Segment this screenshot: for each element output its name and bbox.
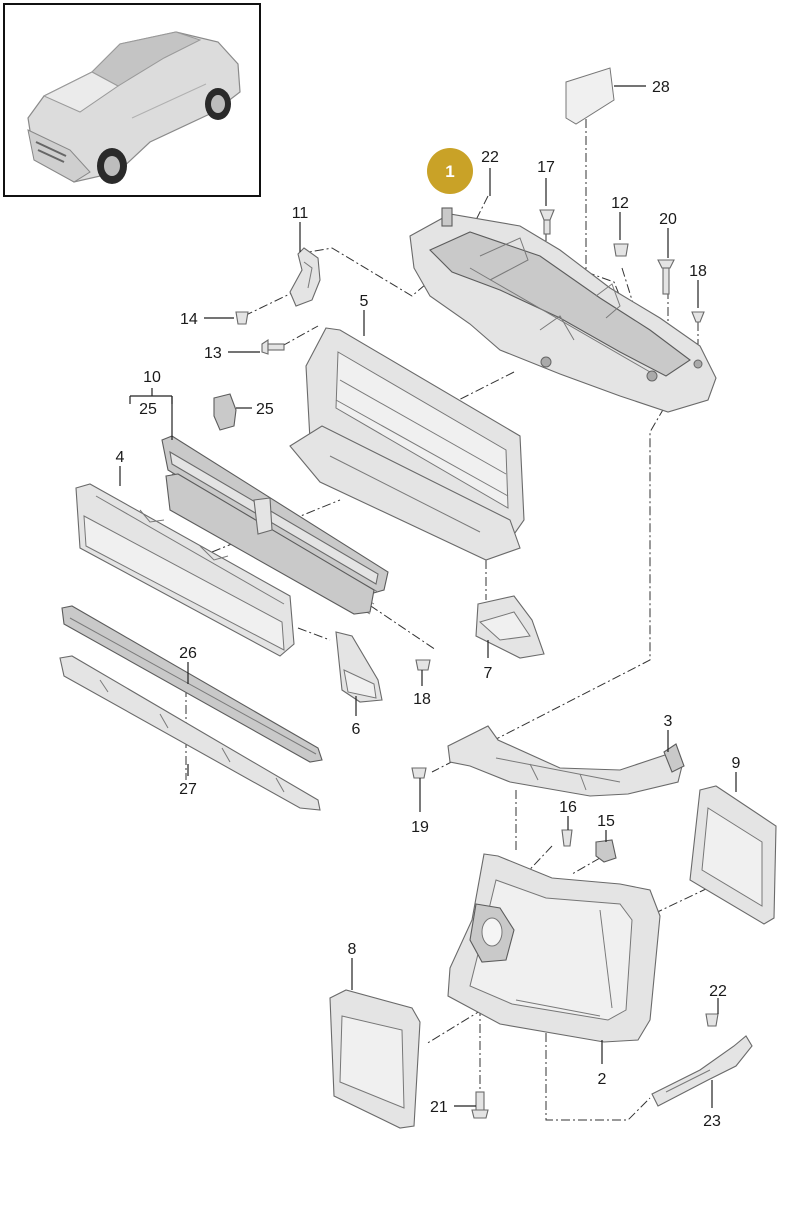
part-strip-26	[61, 605, 323, 763]
part-guide-7	[475, 595, 545, 659]
label-7[interactable]: 7	[484, 665, 493, 682]
part-air-guide-5	[289, 327, 525, 561]
label-13[interactable]: 13	[204, 345, 222, 362]
assembly-lines	[185, 102, 709, 1121]
label-18-lower[interactable]: 18	[413, 691, 431, 708]
label-16[interactable]: 16	[559, 799, 577, 816]
label-12[interactable]: 12	[611, 195, 629, 212]
fasteners-15-16	[561, 829, 617, 863]
part-cross-member-3	[447, 725, 685, 797]
label-3[interactable]: 3	[664, 713, 673, 730]
screws-13-14	[235, 311, 285, 355]
part-grille-10	[161, 435, 389, 615]
label-15[interactable]: 15	[597, 813, 615, 830]
callout-labels: 28 22 17 11 12 20 18 14 5 13 10 25 25 4 …	[116, 79, 741, 1130]
part-clip-25	[213, 393, 237, 431]
highlight-badge[interactable]: 1	[427, 148, 473, 194]
label-26[interactable]: 26	[179, 645, 197, 662]
label-18-top[interactable]: 18	[689, 263, 707, 280]
part-front-carrier-2	[447, 853, 661, 1043]
label-17[interactable]: 17	[537, 159, 555, 176]
label-25-group[interactable]: 25	[139, 401, 157, 418]
label-6[interactable]: 6	[352, 721, 361, 738]
label-2[interactable]: 2	[598, 1071, 607, 1088]
label-10[interactable]: 10	[143, 369, 161, 386]
label-22-lower[interactable]: 22	[709, 983, 727, 1000]
part-shroud-9	[689, 785, 777, 925]
label-21[interactable]: 21	[430, 1099, 448, 1116]
highlight-badge-label: 1	[445, 162, 454, 181]
clip-19	[411, 767, 427, 779]
label-14[interactable]: 14	[180, 311, 198, 328]
fasteners-top	[539, 67, 705, 323]
label-28[interactable]: 28	[652, 79, 670, 96]
label-4[interactable]: 4	[116, 449, 125, 466]
part-panel-4	[75, 483, 295, 657]
part-guide-6	[335, 631, 383, 703]
label-25[interactable]: 25	[256, 401, 274, 418]
label-27[interactable]: 27	[179, 781, 197, 798]
part-shroud-8	[329, 989, 421, 1129]
label-9[interactable]: 9	[732, 755, 741, 772]
label-22-top[interactable]: 22	[481, 149, 499, 166]
leader-lines	[119, 85, 737, 1108]
label-23[interactable]: 23	[703, 1113, 721, 1130]
vehicle-thumbnail	[3, 3, 261, 197]
label-19[interactable]: 19	[411, 819, 429, 836]
clip-18-lower	[415, 659, 431, 671]
part-strip-27	[59, 655, 321, 811]
label-11[interactable]: 11	[292, 205, 309, 222]
part-upper-support	[409, 207, 717, 413]
clip-22-lower	[705, 1013, 719, 1027]
bolt-21	[471, 1091, 489, 1119]
label-5[interactable]: 5	[360, 293, 369, 310]
label-20[interactable]: 20	[659, 211, 677, 228]
label-8[interactable]: 8	[348, 941, 357, 958]
part-bracket-11	[289, 247, 321, 307]
part-bracket-23	[651, 1035, 753, 1107]
